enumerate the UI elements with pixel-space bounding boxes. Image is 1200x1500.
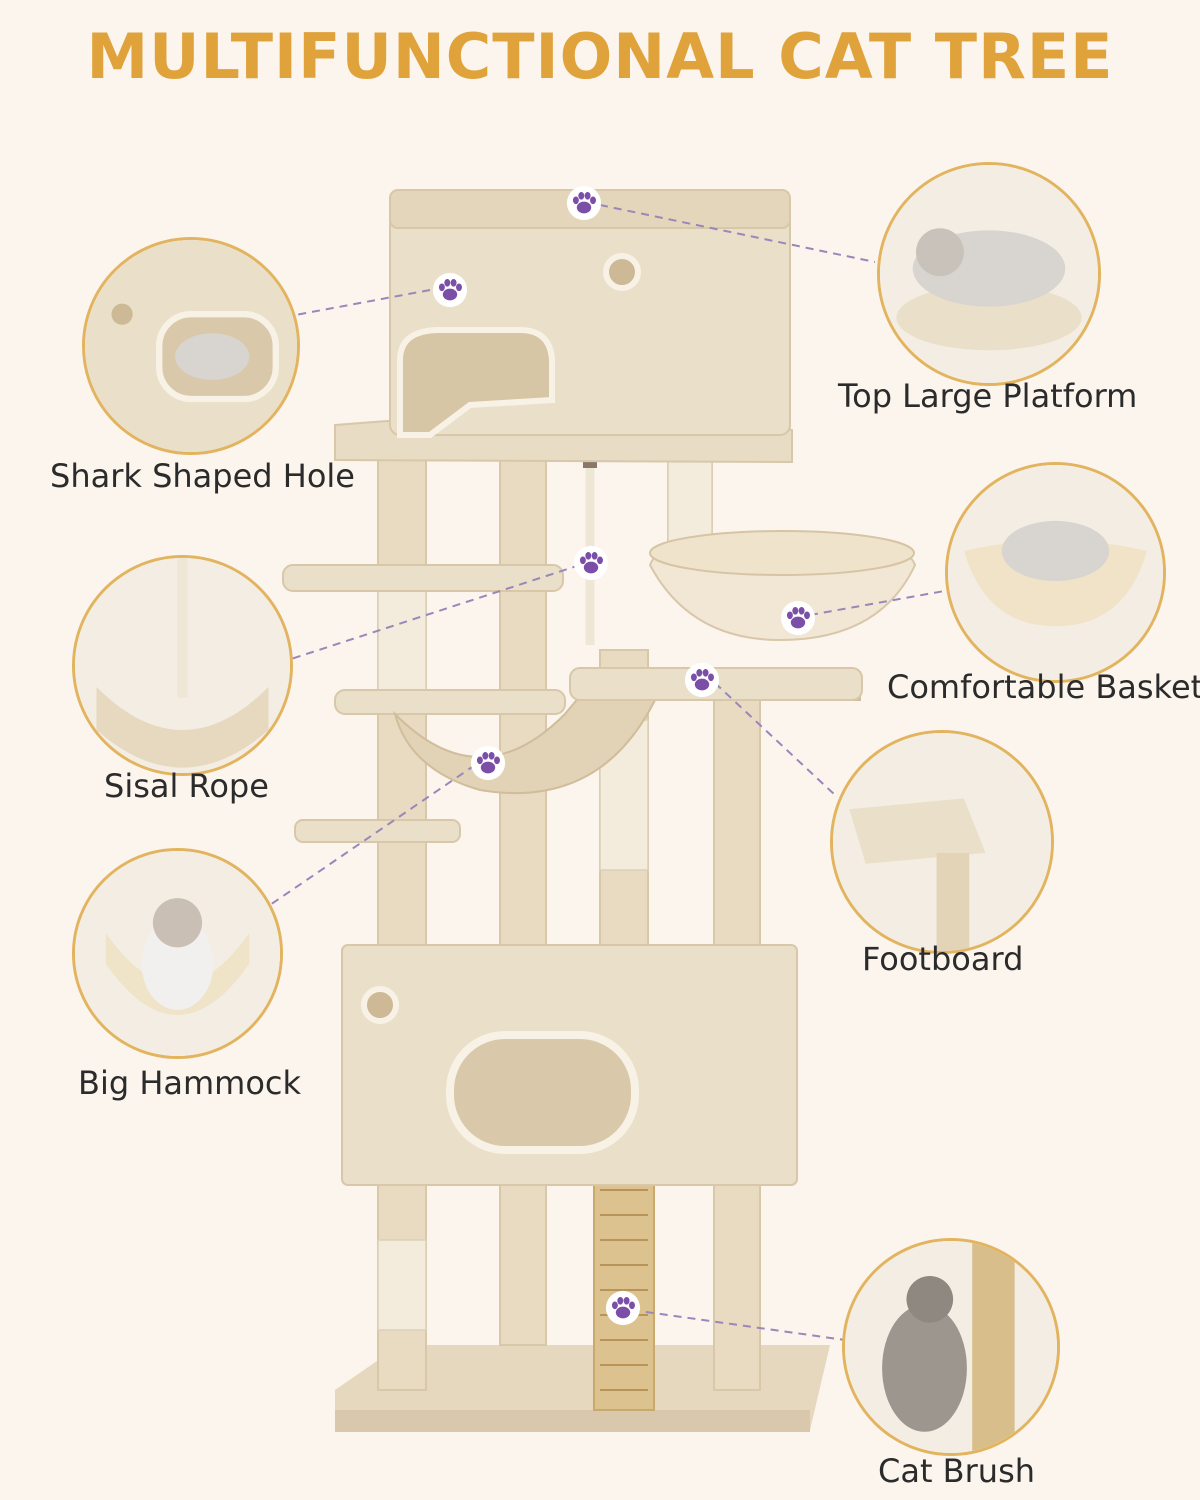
paw-icon: [684, 662, 720, 698]
detail-basket: [945, 462, 1166, 683]
detail-hammock: [72, 848, 283, 1059]
label-brush: Cat Brush: [878, 1452, 1036, 1490]
detail-brush: [842, 1238, 1060, 1456]
detail-shark-hole: [82, 237, 300, 455]
detail-sisal-rope: [72, 555, 293, 776]
label-sisal-rope: Sisal Rope: [104, 767, 269, 805]
page-title: MULTIFUNCTIONAL CAT TREE: [86, 20, 1114, 93]
paw-icon: [470, 745, 506, 781]
paw-icon: [432, 272, 468, 308]
label-top-platform: Top Large Platform: [838, 377, 1138, 415]
label-basket: Comfortable Basket: [887, 668, 1200, 706]
paw-icon: [605, 1290, 641, 1326]
label-shark-hole: Shark Shaped Hole: [50, 457, 355, 495]
detail-top-platform: [877, 162, 1101, 386]
label-footboard: Footboard: [862, 940, 1024, 978]
paw-icon: [780, 600, 816, 636]
paw-icon: [573, 545, 609, 581]
paw-icon: [566, 185, 602, 221]
label-hammock: Big Hammock: [78, 1064, 302, 1102]
detail-footboard: [830, 730, 1054, 954]
